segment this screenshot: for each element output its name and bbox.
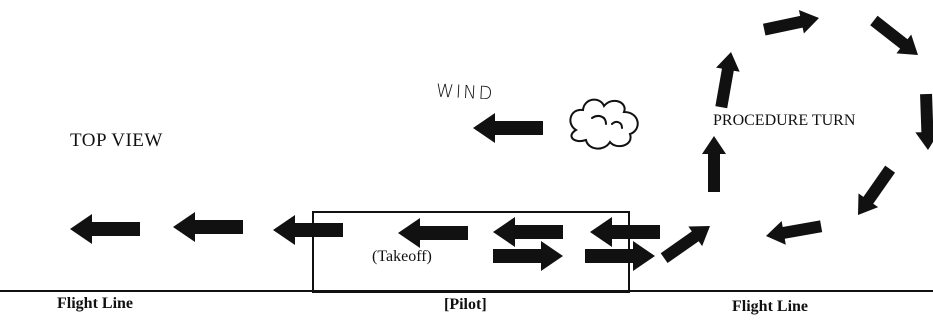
- arrow-icon: [493, 241, 563, 271]
- pilot-label: [Pilot]: [444, 296, 487, 313]
- flight-line-right-label: Flight Line: [732, 298, 809, 315]
- arrow-icon: [398, 218, 468, 248]
- arrow-icon: [173, 212, 243, 242]
- arrow-icon: [585, 241, 655, 271]
- flight-line-left-label: Flight Line: [57, 295, 134, 312]
- arrow-icon: [702, 136, 726, 192]
- arrow-icon: [493, 217, 563, 247]
- arrow-icon: [848, 162, 900, 222]
- arrow-icon: [657, 216, 717, 268]
- arrow-icon: [763, 214, 824, 248]
- arrow-icon: [761, 6, 822, 42]
- arrow-icon: [914, 93, 933, 151]
- procedure-turn-label: PROCEDURE TURN: [713, 112, 856, 129]
- arrow-icon: [709, 49, 743, 110]
- pilot-box: [312, 211, 630, 293]
- arrow-icon: [273, 215, 343, 245]
- arrow-icon: [866, 11, 926, 65]
- takeoff-label: (Takeoff): [372, 248, 432, 265]
- top-view-label: TOP VIEW: [70, 130, 163, 151]
- arrow-icon: [70, 214, 140, 244]
- wind-arrow-icon: [473, 113, 543, 143]
- arrow-icon: [590, 217, 660, 247]
- landing-arrows: [70, 212, 660, 248]
- cloud-icon: [569, 98, 639, 150]
- wind-label: WIND: [435, 80, 495, 105]
